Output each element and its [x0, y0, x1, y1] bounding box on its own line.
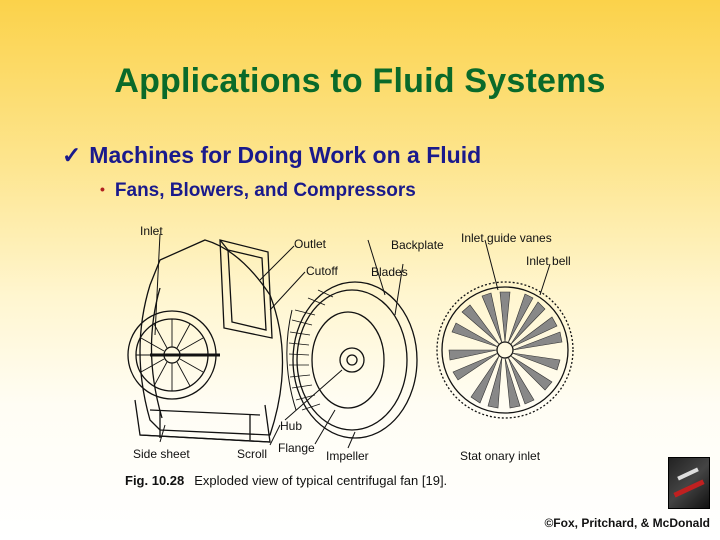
bullet-dot-icon: •	[100, 181, 105, 197]
textbook-cover-image	[668, 457, 710, 509]
figure-caption: Fig. 10.28 Exploded view of typical centr…	[125, 473, 447, 488]
label-impeller: Impeller	[326, 449, 369, 463]
label-backplate: Backplate	[391, 238, 444, 252]
label-cutoff: Cutoff	[306, 264, 338, 278]
label-scroll: Scroll	[237, 447, 267, 461]
slide-title: Applications to Fluid Systems	[114, 62, 606, 100]
label-inlet: Inlet	[140, 224, 163, 238]
label-hub: Hub	[280, 419, 302, 433]
label-outlet: Outlet	[294, 237, 327, 251]
label-stationary-inlet: Stat onary inlet	[460, 449, 541, 463]
impeller-drawing	[284, 239, 418, 449]
bullet-level1-text: Machines for Doing Work on a Fluid	[89, 142, 482, 168]
copyright-text: ©Fox, Pritchard, & McDonald	[544, 516, 710, 530]
bullet-level2: • Fans, Blowers, and Compressors	[100, 180, 416, 202]
stationary-inlet-drawing	[436, 239, 574, 419]
fan-housing-drawing	[127, 233, 306, 446]
bullet-level2-text: Fans, Blowers, and Compressors	[114, 180, 416, 201]
label-side-sheet: Side sheet	[133, 447, 190, 461]
caption-text: Exploded view of typical centrifugal fan…	[194, 473, 448, 488]
centrifugal-fan-diagram: Inlet Outlet Cutoff Backplate Blades Inl…	[127, 224, 574, 463]
bullet-level1: ✓ Machines for Doing Work on a Fluid	[62, 142, 481, 169]
caption-number: Fig. 10.28	[125, 473, 185, 488]
label-inlet-guide-vanes: Inlet guide vanes	[461, 231, 552, 245]
label-flange: Flange	[278, 441, 315, 455]
label-inlet-bell: Inlet bell	[526, 254, 571, 268]
checkmark-icon: ✓	[62, 142, 82, 168]
label-blades: Blades	[371, 265, 408, 279]
